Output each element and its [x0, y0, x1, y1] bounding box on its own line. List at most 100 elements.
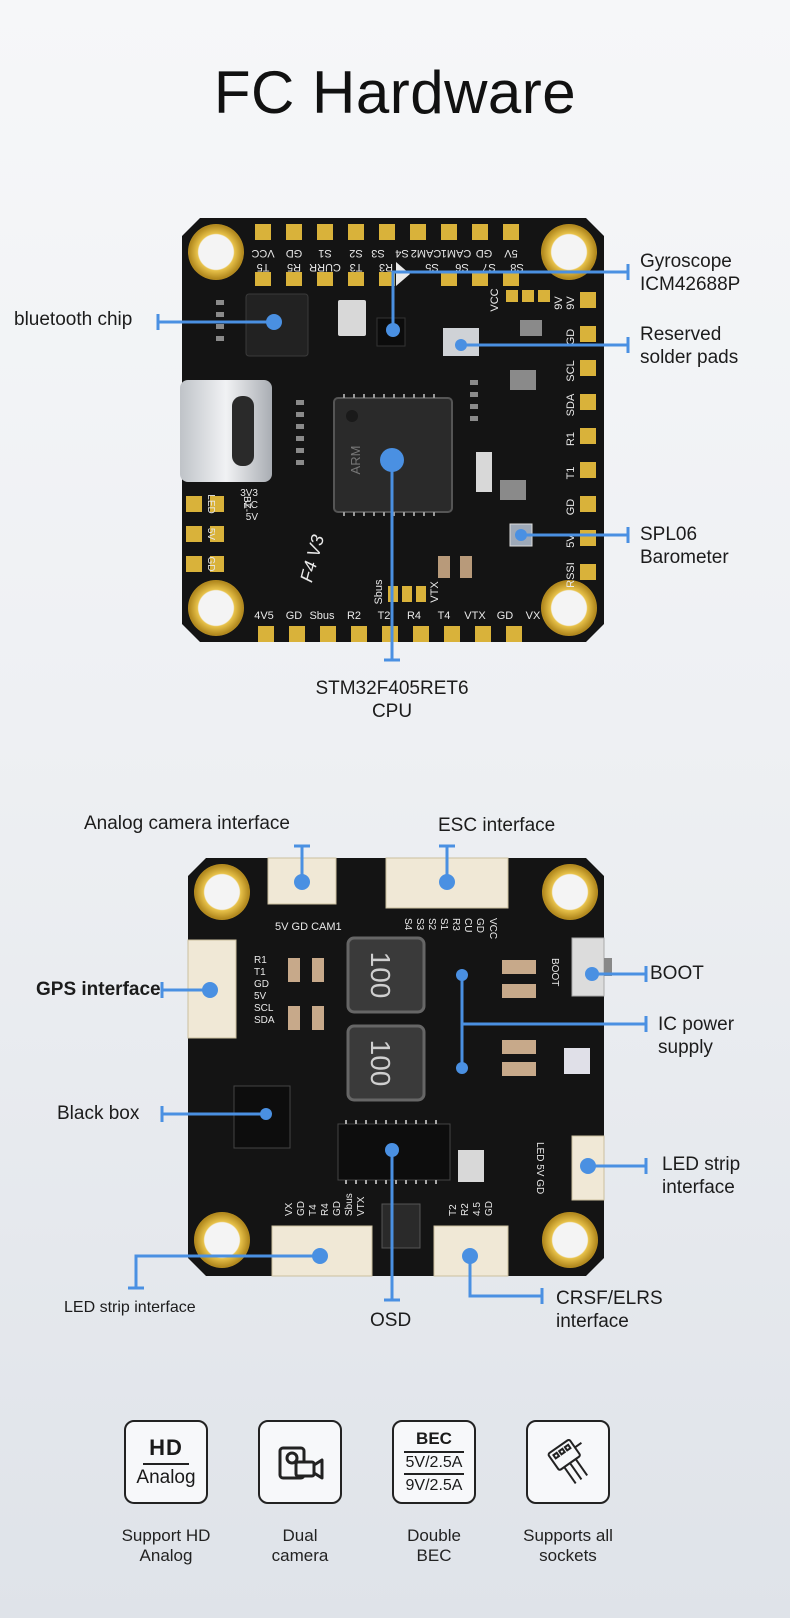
silkscreen-bottom-row: 4V5 GD Sbus R2 T2 R4 T4 VTX GD VX: [254, 610, 541, 622]
feature-caption-line2: sockets: [539, 1545, 597, 1565]
feature-caption-line1: Supports all: [523, 1526, 613, 1545]
feature-caption: Double BEC: [369, 1526, 499, 1565]
silk-gps-1: R1: [254, 955, 267, 966]
silk-left-3: FC: [245, 500, 258, 511]
inductor-label-2: 100: [365, 1040, 396, 1087]
top-callout-lines: [156, 264, 630, 662]
silk-right-10: RSSI: [565, 562, 577, 588]
label-esc: ESC interface: [438, 815, 556, 836]
silk-gps-2: T1: [254, 967, 266, 978]
silk-vtx-6: Sbus: [344, 1193, 355, 1216]
feature-caption-line2: camera: [271, 1545, 329, 1565]
page-title: FC Hardware: [213, 59, 577, 126]
feature-double-bec: BEC 5V/2.5A 9V/2.5A Double BEC: [369, 1420, 499, 1565]
label-ic-line2: supply: [658, 1036, 713, 1058]
silk-esc-6: S2: [426, 918, 437, 931]
label-crsf-line1: CRSF/ELRS: [556, 1288, 663, 1309]
feature-caption-line1: Double: [407, 1526, 461, 1545]
silk-second-5: R3: [379, 261, 393, 273]
silkscreen-right-column: 9V 9V GD SCL SDA R1 T1 GD 5V RSSI: [553, 296, 577, 588]
label-barometer-line2: Barometer: [640, 546, 729, 568]
label-gps: GPS interface: [36, 979, 161, 1000]
silk-bottom-1: 4V5: [254, 610, 274, 622]
silk-second-9: S8: [510, 261, 523, 273]
hd-analog-icon: HD Analog: [124, 1420, 208, 1504]
label-barometer: SPL06 Barometer: [640, 524, 729, 570]
silk-esc-1: VCC: [487, 918, 498, 939]
silk-right-3: GD: [565, 329, 577, 346]
label-ic-line1: IC power: [658, 1014, 735, 1035]
silk-boot: BOOT: [549, 958, 560, 986]
silk-led: LED 5V GD: [534, 1142, 545, 1194]
silk-crsf-labels: T2 R2 4.5 GD: [448, 1201, 495, 1216]
bottom-flight-controller-board: [187, 857, 612, 1277]
silk-bottom-9: GD: [497, 610, 514, 622]
top-callout-dots: [266, 314, 527, 541]
label-crsf: CRSF/ELRS interface: [556, 1288, 663, 1334]
silk-bottom-2: GD: [286, 610, 303, 622]
label-led-strip-small: LED strip interface: [64, 1299, 196, 1316]
silk-top-8: CAM1: [441, 247, 472, 259]
label-gyroscope-line1: Gyroscope: [640, 251, 732, 272]
camera-icon: [258, 1420, 342, 1504]
label-led-strip: LED strip interface: [662, 1154, 740, 1200]
silk-bottom-6: R4: [407, 610, 421, 622]
top-pads: [255, 224, 550, 302]
silk-crsf-2: R2: [460, 1203, 471, 1216]
bec-icon-bottom: 9V/2.5A: [405, 1477, 463, 1494]
label-black-box: Black box: [57, 1103, 140, 1124]
right-pads: [580, 292, 596, 580]
silk-vtx-7: VTX: [356, 1196, 367, 1216]
silk-top-5: S3: [371, 247, 384, 259]
silk-vcc: VCC: [489, 288, 501, 311]
silk-esc-labels: VCC GD CU R3 S1 S2 S3 S4: [402, 918, 498, 939]
vtx-connector: [271, 1225, 373, 1277]
label-gyroscope: Gyroscope ICM42688P: [640, 251, 740, 297]
silk-gps-6: SDA: [254, 1015, 275, 1026]
silk-right-6: R1: [565, 432, 577, 446]
silkscreen-second-row: T5 R5 CURR T3 R3 S5 S6 S7 S8: [257, 261, 524, 273]
label-crsf-line2: interface: [556, 1310, 629, 1332]
bec-icon-top: BEC: [416, 1429, 452, 1448]
silk-left-6: 5V: [205, 528, 216, 541]
silk-crsf-3: 4.5: [472, 1202, 483, 1216]
hd-icon-bottom: Analog: [136, 1467, 196, 1488]
silk-vtx-labels: VX GD T4 R4 GD Sbus VTX: [284, 1193, 367, 1216]
silk-second-4: T3: [350, 261, 363, 273]
silk-top-9: GD: [476, 247, 493, 259]
silk-right-8: GD: [565, 499, 577, 516]
silk-left-5: LED: [205, 494, 216, 513]
connector-icon: [526, 1420, 610, 1504]
silk-right-7: T1: [565, 467, 577, 480]
bec-icon-mid: 5V/2.5A: [403, 1451, 465, 1475]
silk-second-2: R5: [287, 261, 301, 273]
silk-vtx-4: R4: [320, 1203, 331, 1216]
label-gyroscope-line2: ICM42688P: [640, 273, 741, 295]
label-osd: OSD: [370, 1310, 412, 1331]
silk-crsf-4: GD: [484, 1201, 495, 1216]
silk-gps-3: GD: [254, 979, 269, 990]
inductor-label-1: 100: [365, 952, 396, 999]
left-pads: [186, 496, 224, 572]
silk-top-1: VCC: [251, 247, 274, 259]
silk-esc-7: S3: [414, 918, 425, 931]
feature-caption: Dual camera: [235, 1526, 365, 1565]
silk-gps-4: 5V: [254, 991, 267, 1002]
silk-left-1: BZ-: [241, 496, 252, 512]
label-bluetooth-chip: bluetooth chip: [14, 309, 133, 330]
feature-caption: Supports all sockets: [503, 1526, 633, 1565]
feature-caption-line1: Dual: [282, 1526, 318, 1545]
silk-gps-labels: R1 T1 GD 5V SCL SDA: [254, 955, 275, 1026]
hd-icon-top: HD: [143, 1435, 189, 1465]
top-flight-controller-board: [180, 218, 604, 642]
label-cpu: STM32F405RET6 CPU: [292, 678, 492, 724]
silk-cam: 5V GD CAM1: [275, 921, 342, 933]
label-reserved-line2: solder pads: [640, 346, 739, 368]
silk-second-3: CURR: [309, 261, 341, 273]
silk-top-7: CAM2: [411, 247, 442, 259]
silk-left-7: GD: [205, 557, 216, 572]
silk-vtx-1: VX: [284, 1202, 295, 1216]
silk-left-2: 3V3: [240, 488, 258, 499]
silk-esc-2: GD: [474, 918, 485, 933]
